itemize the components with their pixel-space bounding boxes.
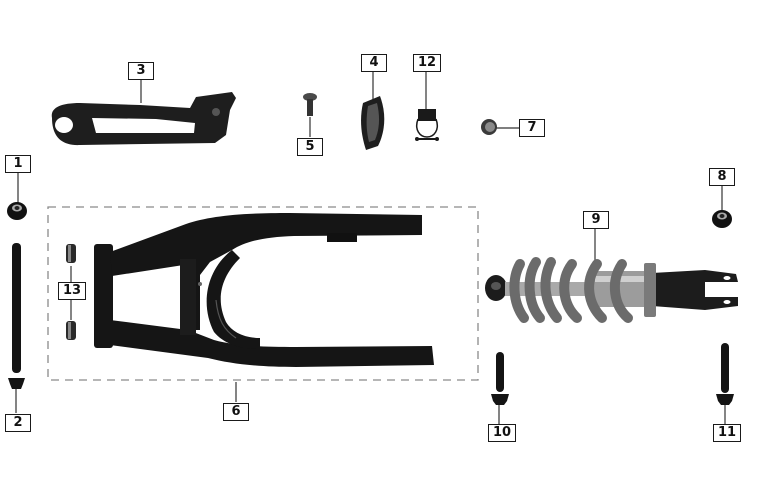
hose-clamp-part[interactable]: [415, 109, 439, 141]
callout-11[interactable]: 11: [713, 424, 741, 442]
chain-slider-part[interactable]: [51, 92, 237, 146]
swingarm-group-outline: [47, 206, 479, 381]
callout-12[interactable]: 12: [413, 54, 441, 72]
callout-13[interactable]: 13: [58, 282, 86, 300]
callout-8[interactable]: 8: [709, 168, 735, 186]
callout-5[interactable]: 5: [297, 138, 323, 156]
callout-4[interactable]: 4: [361, 54, 387, 72]
callout-9[interactable]: 9: [583, 211, 609, 229]
rear-shock-absorber-part[interactable]: [485, 257, 738, 323]
screw-part[interactable]: [303, 93, 317, 116]
callout-3[interactable]: 3: [128, 62, 154, 80]
shock-bolt-upper-part[interactable]: [716, 343, 734, 405]
leader-lines: [15, 71, 726, 424]
callout-7[interactable]: 7: [519, 119, 545, 137]
callout-6[interactable]: 6: [223, 403, 249, 421]
shock-bolt-lower-part[interactable]: [491, 352, 509, 405]
callout-2[interactable]: 2: [5, 414, 31, 432]
nut-left-part[interactable]: [7, 202, 27, 220]
washer-part[interactable]: [481, 119, 497, 135]
nut-right-part[interactable]: [712, 210, 732, 228]
callout-10[interactable]: 10: [488, 424, 516, 442]
pivot-bolt-long-part[interactable]: [8, 243, 25, 389]
swingarm-part[interactable]: [94, 213, 434, 367]
chain-guide-pad-part[interactable]: [361, 96, 385, 150]
pivot-bushings-part[interactable]: [66, 244, 76, 340]
callout-1[interactable]: 1: [5, 155, 31, 173]
